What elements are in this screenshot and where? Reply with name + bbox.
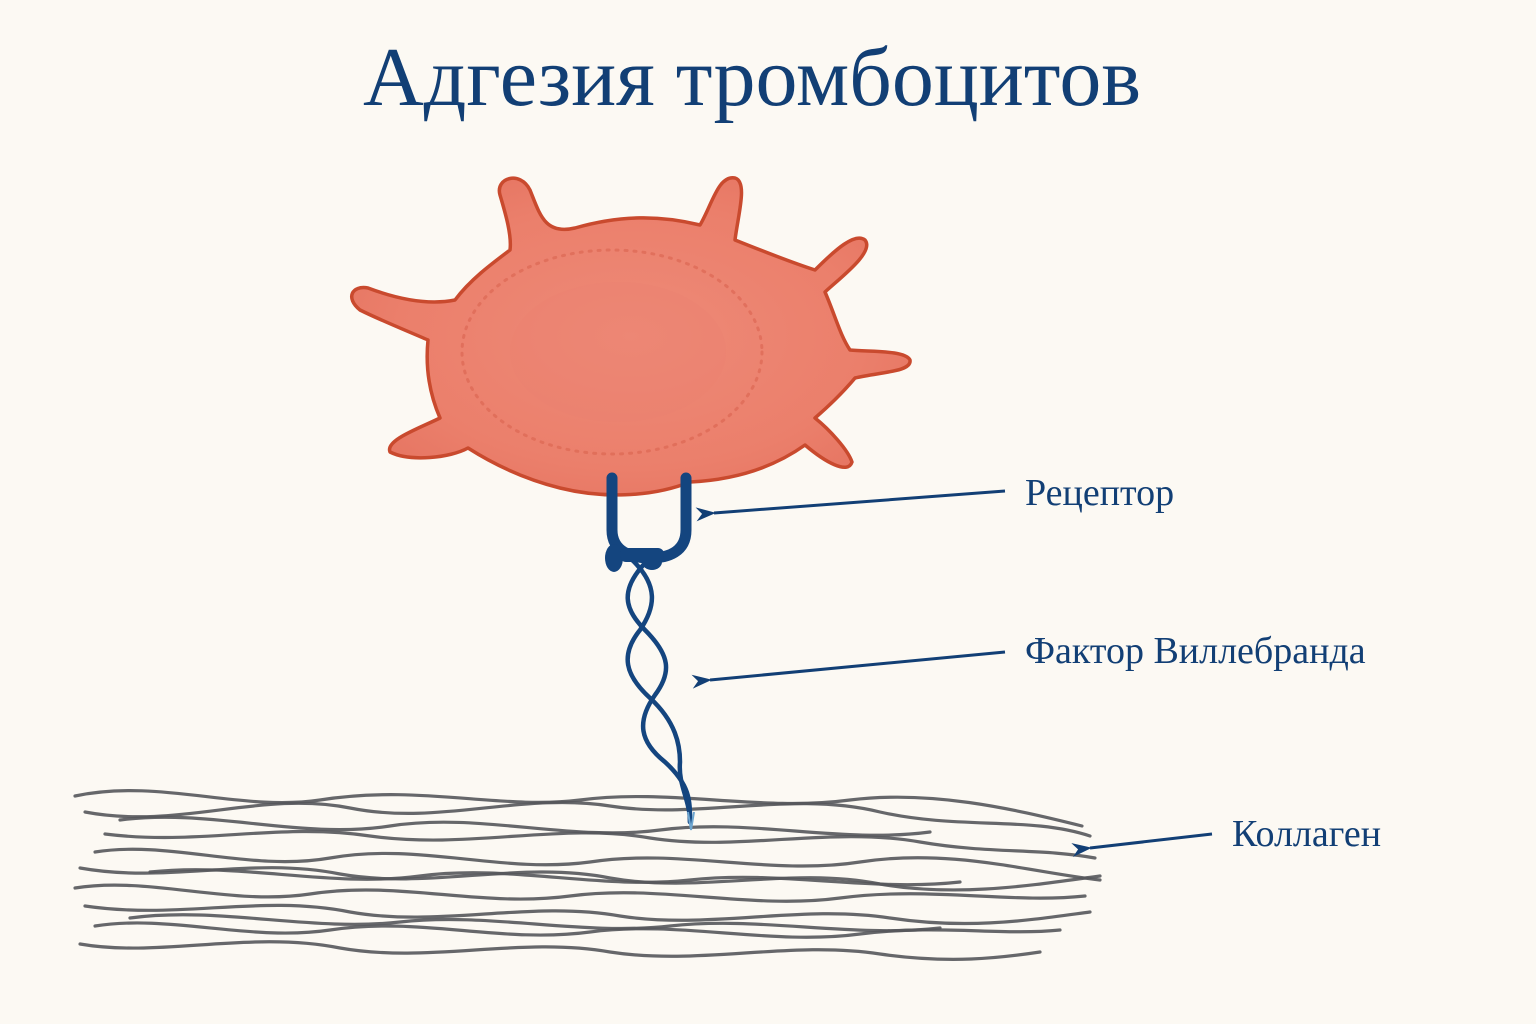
receptor-base [620,548,664,562]
vwf-strand-group [625,555,695,831]
page-title: Адгезия тромбоцитов [363,31,1141,124]
collagen-label: Коллаген [1232,813,1381,855]
receptor-label: Рецептор [1025,472,1174,514]
collagen-fiber [83,800,1092,838]
vwf-label: Фактор Виллебранда [1025,630,1366,672]
collagen-fiber [73,789,1084,828]
platelet-inner-zone [510,282,726,422]
collagen-fiber [93,847,1102,882]
receptor-knob-left [605,544,623,572]
vwf-strand [625,555,693,825]
platelet-body [349,176,912,497]
vwf-arrow [691,650,1006,689]
collagen-fiber [78,866,1102,892]
collagen-fiber [83,903,1092,926]
collagen-fiber [148,868,962,887]
platelet-cell [349,176,912,497]
collagen-fibers [73,789,1102,961]
receptor-arrow [695,489,1006,522]
platelet-granule-zone [460,248,764,456]
annotations [691,489,1213,858]
collagen-fiber [128,913,942,933]
collagen-fiber [118,815,932,837]
collagen-fiber [78,940,1042,961]
collagen-fiber [73,883,1087,903]
receptor-group [605,472,692,572]
collagen-fiber [103,829,1097,860]
vwf-anchor-tip [687,811,695,831]
collagen-arrow [1071,832,1213,858]
